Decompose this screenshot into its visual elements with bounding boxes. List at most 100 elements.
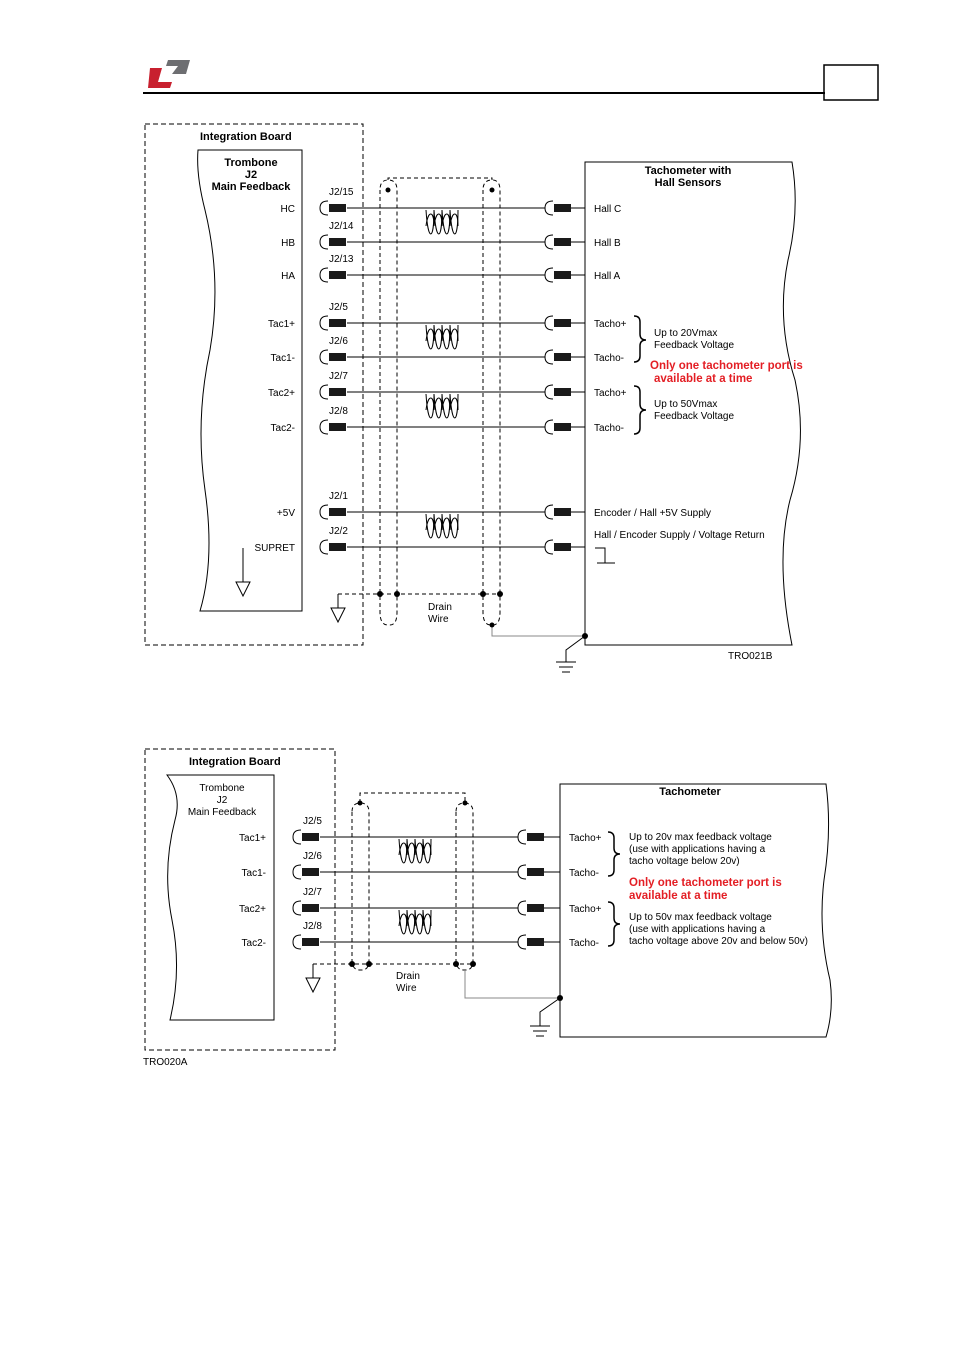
d1-pin-block-right bbox=[554, 543, 571, 551]
d2-signal-label: Tac1+ bbox=[239, 833, 266, 844]
drain-wire-label-1: Drain bbox=[428, 602, 452, 613]
d1-connector-left bbox=[319, 267, 329, 283]
cable-shield-left bbox=[379, 179, 398, 626]
ground-symbol-drain-2 bbox=[305, 977, 321, 994]
d1-pin-label: J2/15 bbox=[329, 187, 354, 198]
drain-wire-label-2-1: Drain bbox=[396, 971, 420, 982]
d1-pin-label: J2/6 bbox=[329, 336, 348, 347]
warning-line2: available at a time bbox=[654, 373, 752, 385]
svg-text:Main Feedback: Main Feedback bbox=[212, 181, 292, 193]
bracket-port1 bbox=[633, 315, 647, 363]
tachometer-device-body-2 bbox=[559, 783, 832, 1038]
d1-connector-right bbox=[544, 419, 554, 435]
warning-line1: Only one tachometer port is bbox=[650, 360, 803, 372]
device-title-line1: Tachometer with bbox=[645, 165, 732, 177]
d1-pin-block-right bbox=[554, 319, 571, 327]
note2-line2: Feedback Voltage bbox=[654, 411, 734, 422]
d1-device-label: Hall / Encoder Supply / Voltage Return bbox=[594, 530, 765, 541]
wiring-diagram-tachometer: Integration Board Trombone J2 Main Feedb… bbox=[143, 748, 832, 1068]
svg-text:J2: J2 bbox=[245, 169, 257, 181]
d1-pin-block-left bbox=[329, 271, 346, 279]
d2-signal-label: Tac2- bbox=[242, 938, 266, 949]
d1-signal-label: HA bbox=[281, 271, 295, 282]
d1-pin-block-right bbox=[554, 271, 571, 279]
d1-pin-block-right bbox=[554, 508, 571, 516]
d1-signal-label: Tac1- bbox=[271, 353, 295, 364]
d2-pin-block-left bbox=[302, 833, 319, 841]
d2-pin-label: J2/5 bbox=[303, 816, 322, 827]
shield-bridge-2 bbox=[359, 792, 466, 803]
d1-pin-block-left bbox=[329, 543, 346, 551]
d1-pin-block-right bbox=[554, 423, 571, 431]
d1-pin-block-left bbox=[329, 508, 346, 516]
d2-connector-right bbox=[517, 934, 527, 950]
d2-pin-block-right bbox=[527, 868, 544, 876]
trombone-label: Trombone J2 Main Feedback bbox=[212, 157, 292, 193]
d1-pin-block-right bbox=[554, 388, 571, 396]
d1-pin-block-left bbox=[329, 423, 346, 431]
d2-device-label: Tacho- bbox=[569, 868, 599, 879]
d2-connector-right bbox=[517, 900, 527, 916]
shield-to-chassis bbox=[491, 625, 585, 637]
d1-device-label: Tacho- bbox=[594, 353, 624, 364]
d1-connector-left bbox=[319, 349, 329, 365]
warning-2-line1: Only one tachometer port is bbox=[629, 877, 782, 889]
d1-connector-right bbox=[544, 504, 554, 520]
note2-2-line3: tacho voltage above 20v and below 50v) bbox=[629, 936, 808, 947]
tachometer-device-body bbox=[584, 161, 801, 646]
note1-line1: Up to 20Vmax bbox=[654, 328, 717, 339]
d1-pin-label: J2/13 bbox=[329, 254, 354, 265]
d2-device-label: Tacho- bbox=[569, 938, 599, 949]
shield-to-chassis-2 bbox=[464, 970, 560, 999]
d1-connector-right bbox=[544, 200, 554, 216]
d1-signal-label: +5V bbox=[277, 508, 295, 519]
d2-connector-left bbox=[292, 934, 302, 950]
d2-connector-left bbox=[292, 900, 302, 916]
d1-signal-label: SUPRET bbox=[254, 543, 295, 554]
note1-line2: Feedback Voltage bbox=[654, 340, 734, 351]
company-logo bbox=[148, 60, 190, 88]
shield-bridge bbox=[387, 177, 493, 180]
d1-pin-label: J2/8 bbox=[329, 406, 348, 417]
d1-connector-left bbox=[319, 419, 329, 435]
bracket-port2 bbox=[633, 385, 647, 435]
d2-pin-block-left bbox=[302, 868, 319, 876]
note2-line1: Up to 50Vmax bbox=[654, 399, 717, 410]
trombone-label-2c: Main Feedback bbox=[188, 807, 257, 818]
trombone-label-2b: J2 bbox=[217, 795, 228, 806]
d2-pin-block-left bbox=[302, 938, 319, 946]
d1-pin-block-right bbox=[554, 238, 571, 246]
d1-device-label: Hall A bbox=[594, 271, 620, 282]
svg-text:Trombone: Trombone bbox=[224, 157, 277, 169]
d1-connector-right bbox=[544, 267, 554, 283]
d1-connector-left bbox=[319, 234, 329, 250]
diagram1-code: TRO021B bbox=[728, 651, 773, 662]
d1-signal-label: Tac2- bbox=[271, 423, 295, 434]
d2-connector-right bbox=[517, 864, 527, 880]
d1-signal-label: HB bbox=[281, 238, 295, 249]
note1-2-line2: (use with applications having a bbox=[629, 844, 766, 855]
d1-connector-left bbox=[319, 539, 329, 555]
d1-signal-row: SUPRET J2/2 Hall / Encoder Supply / Voltag… bbox=[254, 526, 765, 555]
d1-pin-block-left bbox=[329, 388, 346, 396]
d1-device-label: Hall B bbox=[594, 238, 621, 249]
note2-2-line2: (use with applications having a bbox=[629, 924, 766, 935]
d1-device-label: Hall C bbox=[594, 204, 621, 215]
integration-board-outline bbox=[144, 123, 364, 646]
d2-device-label: Tacho+ bbox=[569, 833, 602, 844]
device-title-2: Tachometer bbox=[659, 786, 721, 798]
d1-pin-block-left bbox=[329, 204, 346, 212]
integration-board-title-2: Integration Board bbox=[189, 756, 281, 768]
d1-pin-label: J2/2 bbox=[329, 526, 348, 537]
d2-pin-label: J2/8 bbox=[303, 921, 322, 932]
d1-pin-block-left bbox=[329, 319, 346, 327]
d1-device-label: Encoder / Hall +5V Supply bbox=[594, 508, 711, 519]
